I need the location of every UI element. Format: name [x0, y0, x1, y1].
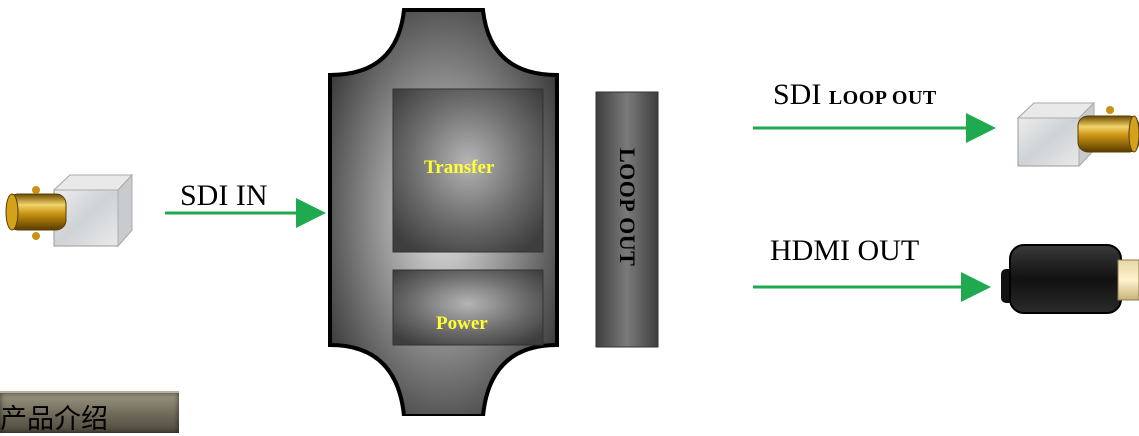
transfer-label: Transfer: [424, 157, 495, 178]
transfer-module: [392, 88, 544, 253]
power-module: [392, 269, 544, 346]
product-intro-tab-label: 产品介绍: [0, 404, 108, 435]
loop-out-module: [595, 91, 659, 348]
converter-device: [328, 8, 659, 416]
power-label: Power: [436, 313, 488, 334]
bnc-gold-barrel: [1077, 115, 1139, 153]
sdi-loop-out-label: SDI LOOP OUT: [773, 78, 937, 111]
diagram-canvas: [5, 8, 1139, 416]
hdmi-metal-tip: [1117, 259, 1139, 301]
sdi-in-label: SDI IN: [180, 179, 268, 212]
hdmi-output-connector: [1001, 244, 1139, 314]
sdi-loop-out-connector: [1016, 101, 1139, 168]
sdi-input-connector: [5, 173, 134, 248]
hdmi-plug-body: [1009, 244, 1122, 314]
hdmi-out-label: HDMI OUT: [770, 234, 920, 267]
loop-out-vertical-label: LOOP OUT: [615, 148, 640, 267]
product-intro-tab[interactable]: 产品介绍: [0, 391, 179, 435]
